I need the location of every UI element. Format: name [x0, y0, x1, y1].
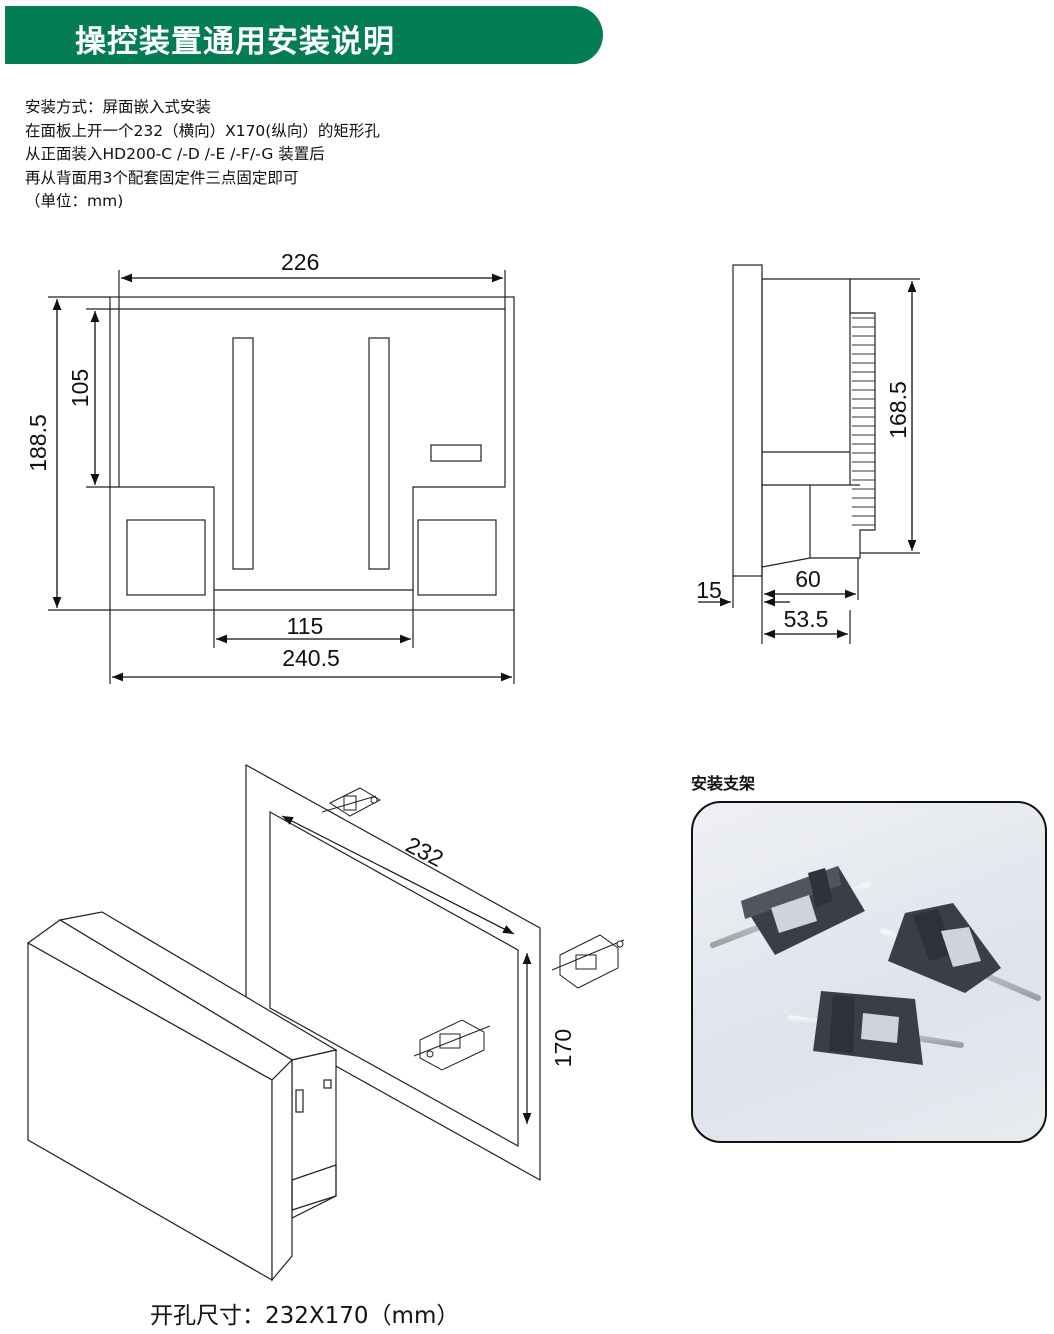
dim-cutout-height: 170	[550, 1029, 576, 1067]
description-line: （单位：mm)	[25, 192, 124, 210]
bracket-photo	[691, 801, 1047, 1143]
iso-device-led	[323, 1079, 332, 1089]
iso-device-back	[291, 1049, 337, 1219]
install-description: 安装方式：屏面嵌入式安装 在面板上开一个232（横向）X170(纵向）的矩形孔 …	[25, 96, 380, 214]
dim-upper-height: 105	[67, 369, 93, 407]
cutout-caption: 开孔尺寸：232X170（mm）	[150, 1303, 460, 1329]
description-line: 在面板上开一个232（横向）X170(纵向）的矩形孔	[25, 121, 380, 140]
iso-device-side	[271, 1058, 293, 1282]
iso-dimension-lines	[281, 815, 532, 1124]
bracket-1	[710, 866, 871, 955]
front-dimension-lines	[52, 273, 512, 682]
dim-top-width: 226	[281, 249, 319, 275]
iso-bracket-bottom	[413, 1019, 491, 1071]
front-panel-outline	[109, 296, 515, 611]
dim-side-height: 168.5	[885, 381, 911, 439]
side-view	[732, 264, 920, 644]
description-line: 再从背面用3个配套固定件三点固定即可	[25, 168, 299, 187]
iso-bracket-top	[321, 787, 382, 817]
bracket-2	[880, 903, 1041, 1001]
dim-total-height: 188.5	[25, 414, 51, 472]
page-title: 操控装置通用安装说明	[75, 24, 395, 60]
dim-line-232	[281, 815, 515, 935]
front-slot-right	[368, 337, 390, 570]
side-body-outline	[761, 278, 876, 568]
front-slot-left	[232, 337, 254, 570]
side-front-plate	[732, 264, 763, 577]
dim-inner-width: 115	[287, 613, 324, 639]
front-square-left	[126, 519, 206, 596]
front-indicator	[430, 444, 482, 462]
description-line: 从正面装入HD200-C /-D /-E /-F/-G 装置后	[25, 145, 325, 163]
iso-device	[26, 911, 338, 1282]
dim-lower-depth: 53.5	[784, 606, 829, 632]
front-view	[48, 270, 515, 684]
description-line: 安装方式：屏面嵌入式安装	[25, 98, 212, 116]
side-dimension-lines	[698, 281, 917, 639]
dim-total-width: 240.5	[282, 645, 340, 671]
bracket-title: 安装支架	[691, 774, 756, 793]
iso-device-slot	[295, 1089, 304, 1113]
bracket-3	[788, 991, 964, 1065]
side-fins	[852, 317, 875, 526]
front-square-right	[417, 519, 497, 596]
dim-body-depth: 60	[795, 566, 821, 592]
title-banner: 操控装置通用安装说明	[5, 6, 603, 64]
dim-front-thickness: 15	[696, 577, 722, 603]
bracket-illustration	[710, 866, 1041, 1065]
iso-device-bottom-step	[291, 1164, 337, 1211]
iso-bracket-right	[551, 934, 625, 989]
front-display-outline	[118, 308, 506, 591]
